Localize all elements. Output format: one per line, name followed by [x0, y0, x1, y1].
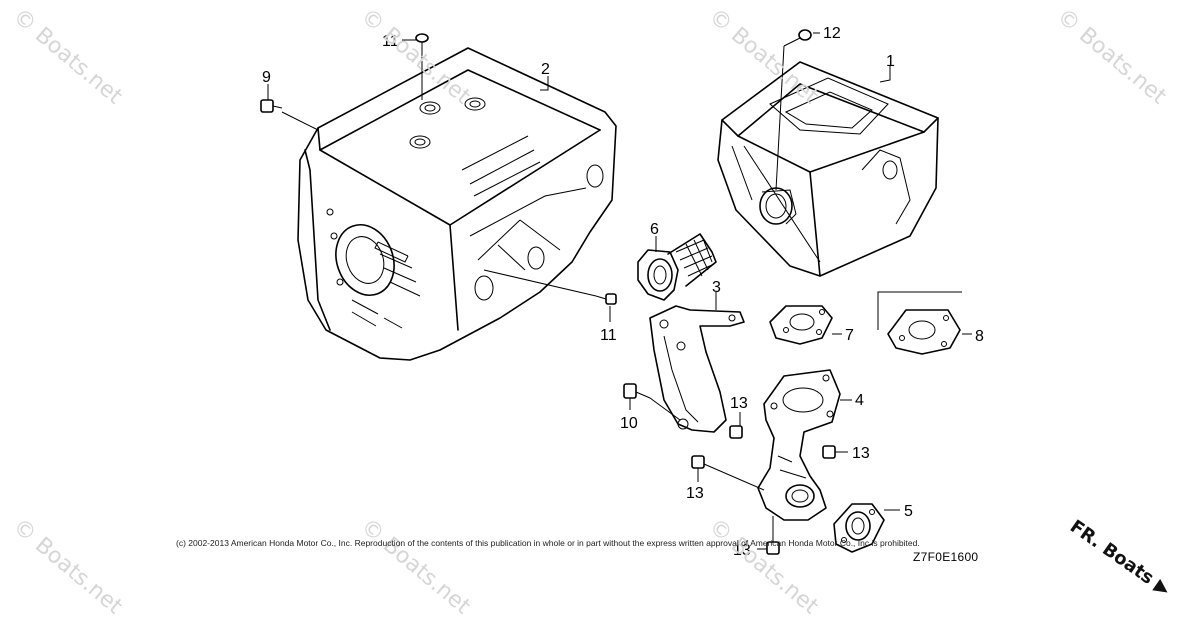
screw-12-icon — [783, 29, 812, 47]
bolt-10-icon — [623, 383, 651, 399]
callout-10: 10 — [620, 415, 638, 432]
exhaust-gasket — [833, 503, 885, 553]
callout-8: 8 — [975, 328, 984, 345]
callout-2: 2 — [541, 61, 550, 78]
callout-12: 12 — [823, 25, 841, 42]
muffler-bracket — [649, 305, 745, 433]
screw-11-top-icon — [415, 33, 429, 56]
callout-13-a: 13 — [730, 395, 748, 412]
callout-9: 9 — [262, 69, 271, 86]
exhaust-pipe — [757, 369, 841, 521]
nut-13-c-icon — [691, 455, 705, 469]
callout-4: 4 — [855, 392, 864, 409]
spark-arrester — [637, 233, 717, 301]
nut-13-b-icon — [822, 445, 836, 459]
callout-3: 3 — [712, 279, 721, 296]
muffler-gasket-framed — [877, 291, 962, 355]
screw-11-right-icon — [595, 293, 617, 305]
callout-13-d: 13 — [733, 542, 751, 559]
callout-5: 5 — [904, 503, 913, 520]
callout-11-right: 11 — [600, 327, 617, 344]
parts-diagram: 1 2 3 4 5 6 7 8 9 10 11 11 12 13 13 13 1… — [260, 25, 984, 559]
copyright-notice: (c) 2002-2013 American Honda Motor Co., … — [176, 538, 920, 548]
callouts: 1 2 3 4 5 6 7 8 9 10 11 11 12 13 13 13 1… — [262, 25, 984, 559]
muffler-gasket-small — [769, 305, 833, 345]
callout-13-b: 13 — [852, 445, 870, 462]
bolt-9-icon — [260, 99, 283, 113]
diagram-code: Z7F0E1600 — [913, 550, 979, 564]
nut-13-a-icon — [729, 425, 743, 439]
callout-7: 7 — [845, 327, 854, 344]
callout-13-c: 13 — [686, 485, 704, 502]
leader-lines — [267, 32, 972, 550]
callout-11-top: 11 — [382, 33, 399, 50]
muffler-protector — [297, 47, 617, 361]
callout-1: 1 — [886, 53, 895, 70]
callout-6: 6 — [650, 221, 659, 238]
muffler-body — [717, 61, 939, 277]
